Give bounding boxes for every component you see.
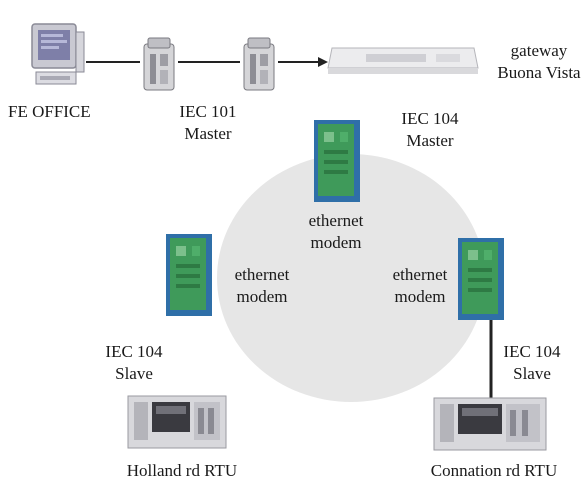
iec104-slave-right-label: IEC 104 Slave bbox=[490, 341, 574, 385]
modem-top-line2: modem bbox=[310, 233, 362, 252]
gateway-label: gateway Buona Vista bbox=[490, 40, 588, 84]
serial-converter-icon bbox=[143, 37, 175, 91]
modem-top-line1: ethernet bbox=[308, 211, 364, 230]
iec104-slave-left-line2: Slave bbox=[115, 364, 153, 383]
computer-icon bbox=[31, 23, 85, 85]
gateway-device-icon bbox=[327, 47, 479, 74]
iec104-master-line1: IEC 104 bbox=[401, 109, 459, 128]
iec104-slave-left-line1: IEC 104 bbox=[105, 342, 163, 361]
iec101-master-line2: Master bbox=[184, 124, 232, 143]
modem-right-line2: modem bbox=[394, 287, 446, 306]
rtu-cabinet-icon bbox=[127, 395, 227, 449]
rtu-cabinet-icon bbox=[433, 397, 547, 451]
gateway-line2: Buona Vista bbox=[497, 63, 581, 82]
modem-right-line1: ethernet bbox=[392, 265, 448, 284]
ethernet-modem-icon bbox=[166, 234, 212, 316]
serial-converter-icon bbox=[243, 37, 275, 91]
modem-top-label: ethernet modem bbox=[296, 210, 376, 254]
iec104-master-line2: Master bbox=[406, 131, 454, 150]
connation-rtu-label: Connation rd RTU bbox=[430, 461, 558, 480]
iec104-slave-right-line2: Slave bbox=[513, 364, 551, 383]
holland-rtu-label: Holland rd RTU bbox=[126, 461, 238, 480]
arrowhead-gateway bbox=[318, 57, 328, 67]
modem-left-line2: modem bbox=[236, 287, 288, 306]
gateway-line1: gateway bbox=[510, 41, 568, 60]
iec104-slave-left-label: IEC 104 Slave bbox=[92, 341, 176, 385]
ethernet-modem-icon bbox=[458, 238, 504, 320]
modem-left-label: ethernet modem bbox=[222, 264, 302, 308]
ethernet-ring bbox=[217, 154, 485, 402]
iec101-master-label: IEC 101 Master bbox=[168, 101, 248, 145]
modem-left-line1: ethernet bbox=[234, 265, 290, 284]
ethernet-modem-icon bbox=[314, 120, 360, 202]
iec104-slave-right-line1: IEC 104 bbox=[503, 342, 561, 361]
modem-right-label: ethernet modem bbox=[380, 264, 460, 308]
fe-office-label: FE OFFICE bbox=[8, 102, 91, 121]
iec104-master-label: IEC 104 Master bbox=[388, 108, 472, 152]
iec101-master-line1: IEC 101 bbox=[179, 102, 237, 121]
